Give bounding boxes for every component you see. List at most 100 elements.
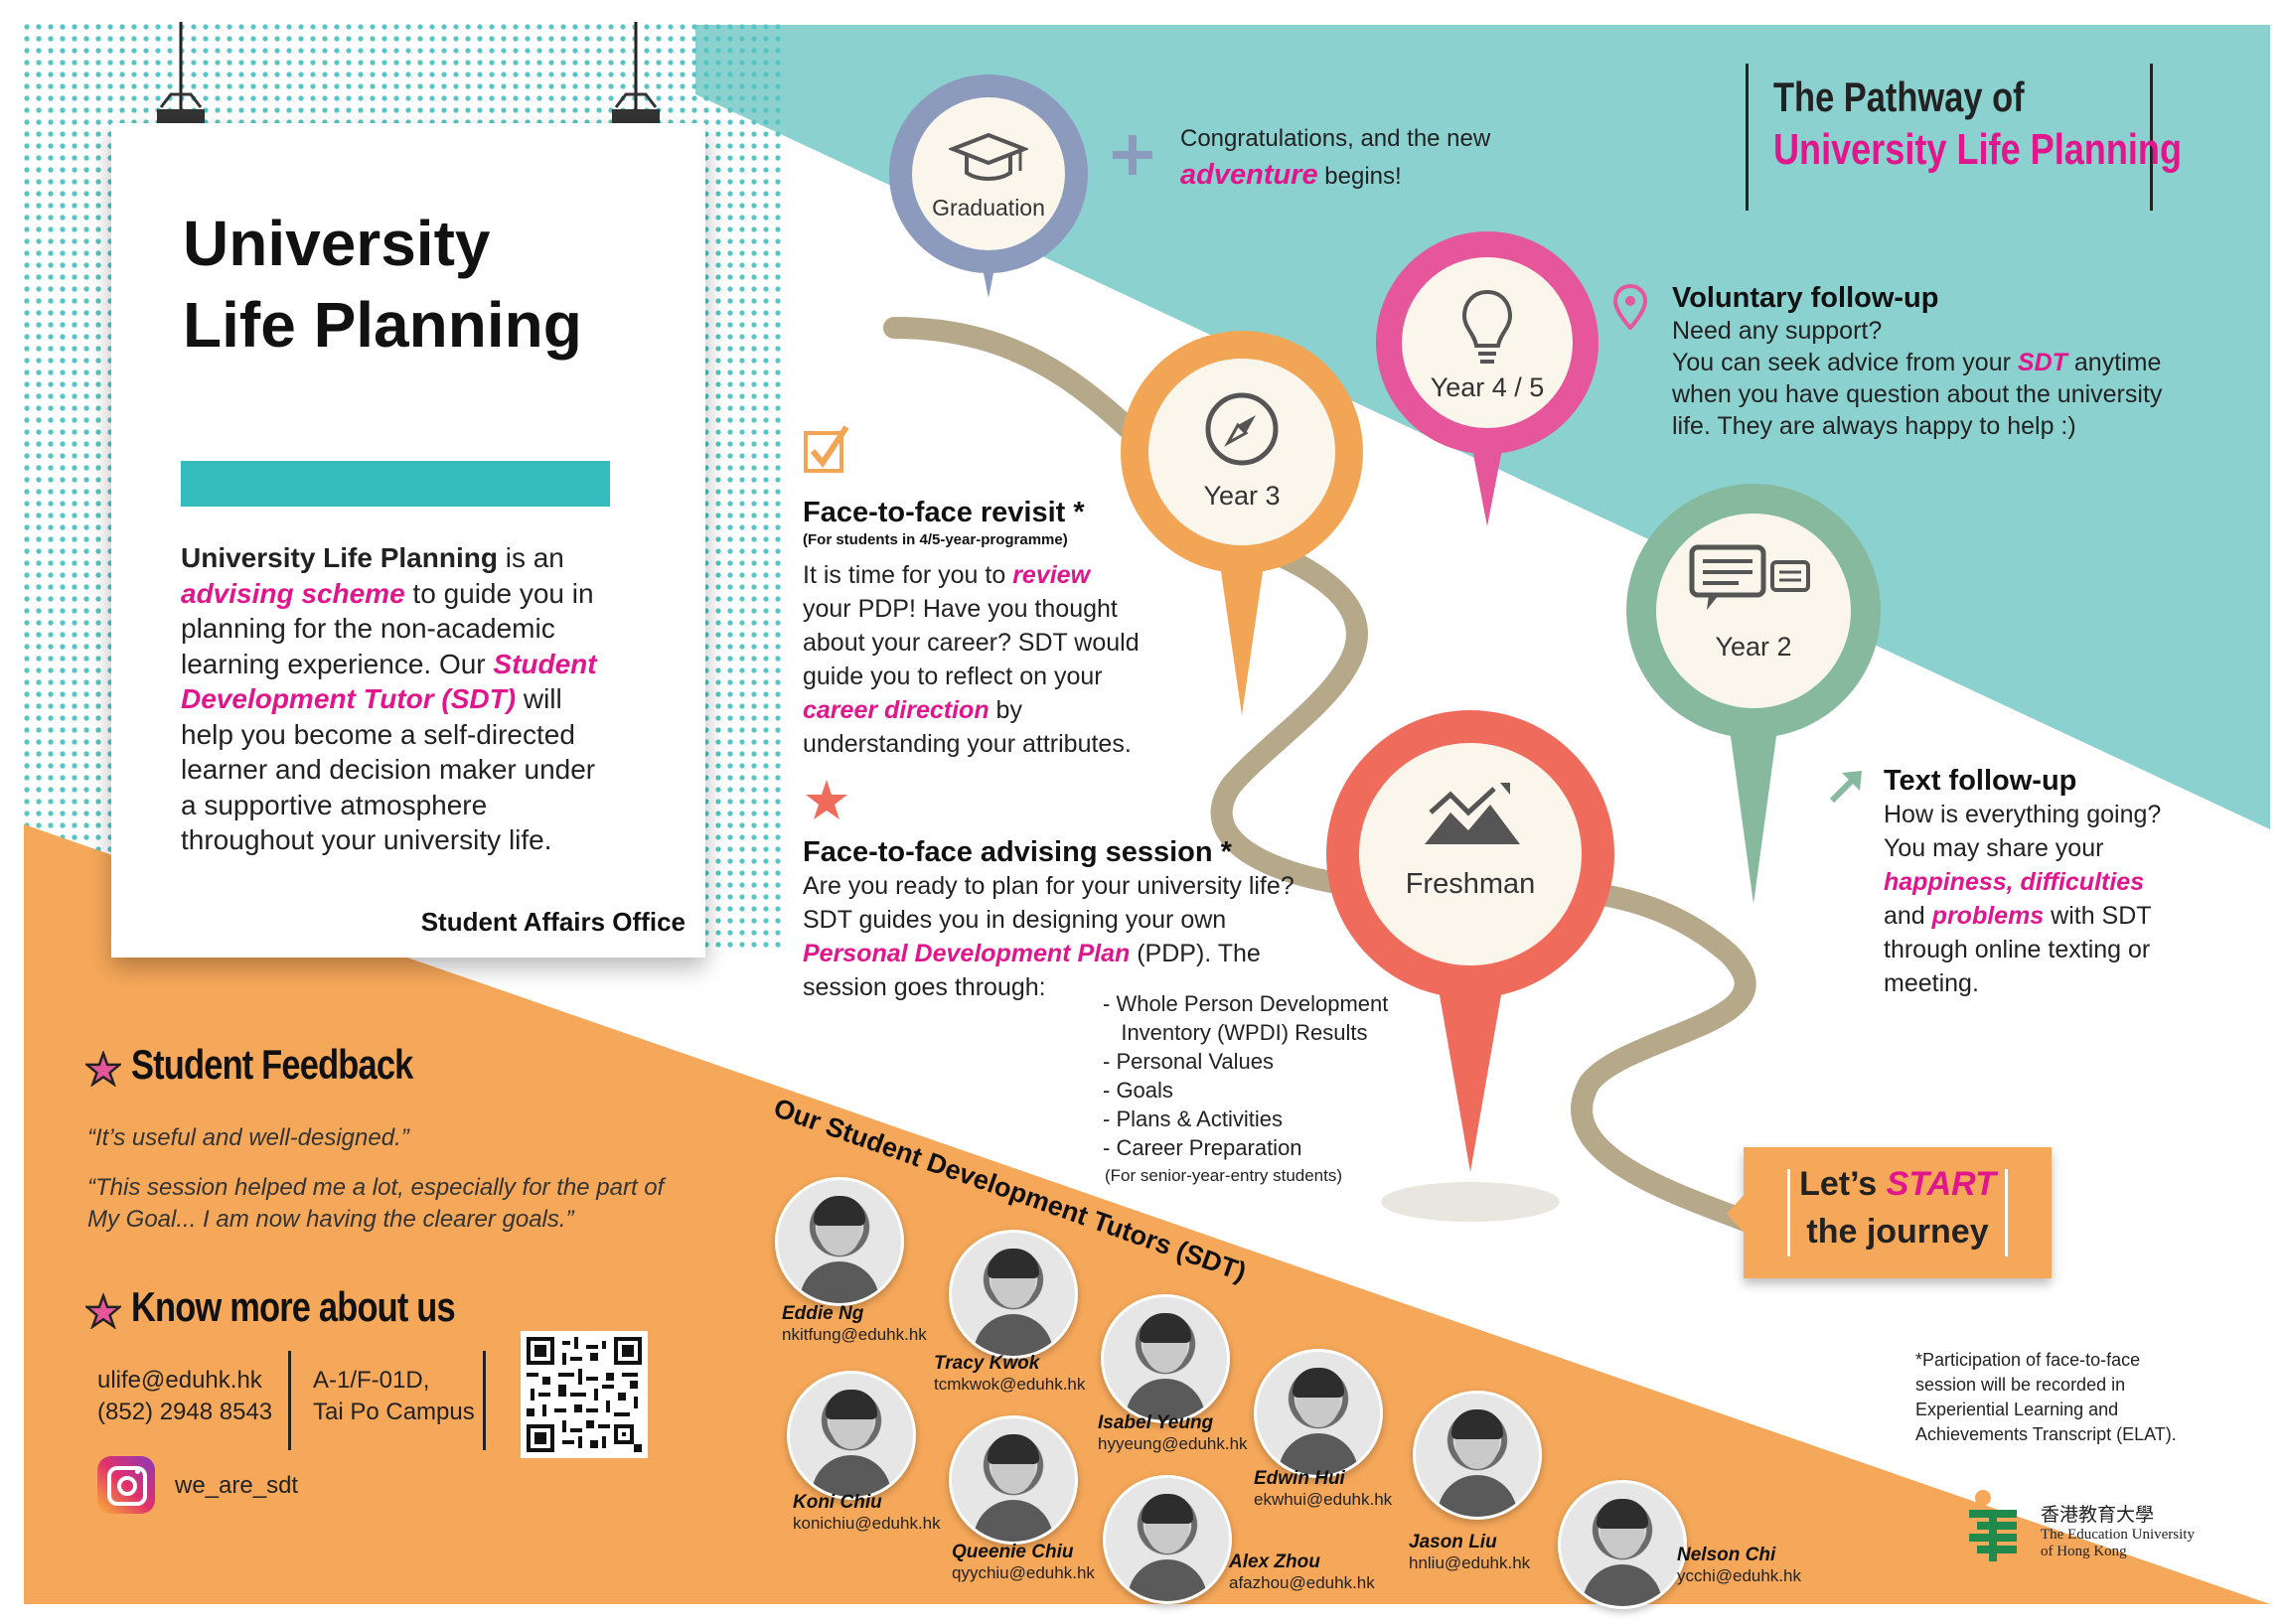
- revisit-section: Face-to-face revisit * (For students in …: [803, 497, 1319, 761]
- revisit-title: Face-to-face revisit *: [803, 497, 1085, 528]
- tutor-name: Edwin Hui: [1254, 1468, 1345, 1489]
- tutor-avatar: [949, 1415, 1078, 1545]
- contact-phone[interactable]: (852) 2948 8543: [97, 1399, 273, 1425]
- feedback-star-icon: [83, 1049, 123, 1088]
- compass-icon: [1202, 389, 1282, 469]
- intro-bold: University Life Planning: [181, 542, 498, 573]
- instagram-handle[interactable]: we_are_sdt: [175, 1472, 299, 1499]
- header-line2: University Life Planning: [1773, 125, 2182, 174]
- text-followup: Text follow-up How is everything going? …: [1884, 765, 2241, 1000]
- congrats-text: Congratulations, and the new adventure b…: [1180, 125, 1491, 191]
- congrats-highlight: adventure: [1180, 159, 1318, 191]
- tutor-email[interactable]: nkitfung@eduhk.hk: [782, 1325, 927, 1344]
- revisit-subtitle: (For students in 4/5-year-programme): [803, 531, 1068, 548]
- start-highlight: START: [1886, 1165, 1996, 1203]
- advising-list-item: Inventory (WPDI) Results: [1103, 1020, 1368, 1045]
- start-sign-pointer: [1727, 1192, 1747, 1236]
- pin-label-graduation: Graduation: [932, 195, 1045, 221]
- poster-title: University Life Planning: [183, 208, 582, 361]
- tutor-email[interactable]: qyychiu@eduhk.hk: [952, 1563, 1095, 1582]
- plus-icon: [1113, 135, 1152, 175]
- tutor-avatar: [949, 1230, 1078, 1359]
- contact-email[interactable]: ulife@eduhk.hk: [97, 1367, 262, 1394]
- tutor-email[interactable]: ekwhui@eduhk.hk: [1254, 1490, 1393, 1509]
- tutor-avatar: [1254, 1349, 1383, 1478]
- divider: [483, 1351, 486, 1450]
- advising-list-item: - Whole Person Development: [1103, 991, 1389, 1016]
- tutor-name: Queenie Chiu: [952, 1542, 1074, 1562]
- tutor-avatar: [775, 1177, 904, 1306]
- footnote: *Participation of face-to-face session w…: [1915, 1350, 2177, 1444]
- checkbox-icon: [803, 423, 850, 475]
- tutor-email[interactable]: hyyeung@eduhk.hk: [1098, 1434, 1248, 1453]
- speech-bubbles-icon: [1689, 544, 1813, 614]
- tutor-name: Tracy Kwok: [934, 1353, 1040, 1374]
- tutor-name: Nelson Chi: [1677, 1545, 1776, 1565]
- tutor-avatar: [1413, 1391, 1542, 1520]
- poster-intro: University Life Planning is an advising …: [181, 542, 597, 855]
- intro-poster: University Life Planning University Life…: [111, 123, 705, 958]
- about-title: Know more about us: [131, 1283, 456, 1330]
- tutor-avatar: [1103, 1475, 1232, 1604]
- voluntary-followup: Voluntary follow-up Need any support? Yo…: [1672, 282, 2228, 442]
- instagram-icon[interactable]: [97, 1456, 155, 1514]
- tutor-name: Jason Liu: [1409, 1532, 1497, 1552]
- intro-highlight-sdt: Student Development Tutor (SDT): [181, 648, 597, 715]
- tutor-name: Alex Zhou: [1229, 1551, 1320, 1572]
- advising-section: Face-to-face advising session * Are you …: [803, 836, 1359, 1004]
- advising-list-item: - Personal Values: [1103, 1049, 1275, 1074]
- tutor-email[interactable]: afazhou@eduhk.hk: [1229, 1573, 1375, 1592]
- advising-list-item: - Goals: [1103, 1078, 1173, 1103]
- advising-list-item: - Career Preparation: [1103, 1135, 1302, 1160]
- about-star-icon: [83, 1291, 123, 1330]
- text-followup-title: Text follow-up: [1884, 765, 2077, 797]
- pin-label-freshman: Freshman: [1405, 868, 1536, 900]
- location-pin-icon: [1612, 283, 1648, 331]
- tutor-avatar: [787, 1371, 916, 1500]
- tutor-email[interactable]: tcmkwok@eduhk.hk: [934, 1375, 1086, 1394]
- star-icon: [805, 779, 848, 820]
- contact-info: ulife@eduhk.hk (852) 2948 8543: [97, 1365, 272, 1428]
- start-sign: Let’s START the journey: [1744, 1147, 2052, 1278]
- lightbulb-icon: [1460, 288, 1514, 368]
- pin-freshman: [1326, 710, 1614, 1222]
- advising-title: Face-to-face advising session *: [803, 836, 1232, 868]
- pin-label-year3: Year 3: [1203, 481, 1281, 511]
- tutor-email[interactable]: ycchi@eduhk.hk: [1677, 1566, 1801, 1585]
- header-title: The Pathway of University Life Planning: [1773, 74, 2271, 175]
- tutor-avatar: [1558, 1480, 1687, 1609]
- office-name: Student Affairs Office: [420, 907, 686, 937]
- tutor-name: Koni Chiu: [793, 1492, 882, 1513]
- pin-graduation: [889, 74, 1088, 298]
- qr-code[interactable]: [521, 1331, 648, 1458]
- eduhk-logo-icon: [1969, 1490, 2017, 1561]
- feedback-quote-2: “This session helped me a lot, especiall…: [87, 1174, 665, 1233]
- pin-year3: [1121, 331, 1363, 715]
- contact-address: A-1/F-01D, Tai Po Campus: [313, 1367, 475, 1425]
- growth-chart-icon: [1421, 783, 1524, 848]
- tutor-name: Isabel Yeung: [1098, 1412, 1214, 1433]
- pin-year45: [1376, 231, 1599, 526]
- graduation-cap-icon: [947, 131, 1030, 191]
- advising-list-item: - Plans & Activities: [1103, 1107, 1283, 1131]
- divider: [288, 1351, 291, 1450]
- pin-label-year45: Year 4 / 5: [1430, 372, 1545, 402]
- arrow-up-right-icon: [1826, 767, 1866, 807]
- tutor-email[interactable]: konichiu@eduhk.hk: [793, 1514, 941, 1533]
- advising-list: - Whole Person Development Inventory (WP…: [1103, 989, 1388, 1162]
- tutor-avatar: [1101, 1294, 1230, 1423]
- tutor-email[interactable]: hnliu@eduhk.hk: [1409, 1553, 1531, 1572]
- tutor-name: Eddie Ng: [782, 1303, 864, 1324]
- university-name: 香港教育大學 The Education University of Hong …: [2041, 1505, 2195, 1559]
- voluntary-title: Voluntary follow-up: [1672, 282, 1939, 314]
- poster-title-bar: [181, 461, 610, 507]
- feedback-title: Student Feedback: [131, 1041, 413, 1088]
- pin-label-year2: Year 2: [1715, 632, 1792, 662]
